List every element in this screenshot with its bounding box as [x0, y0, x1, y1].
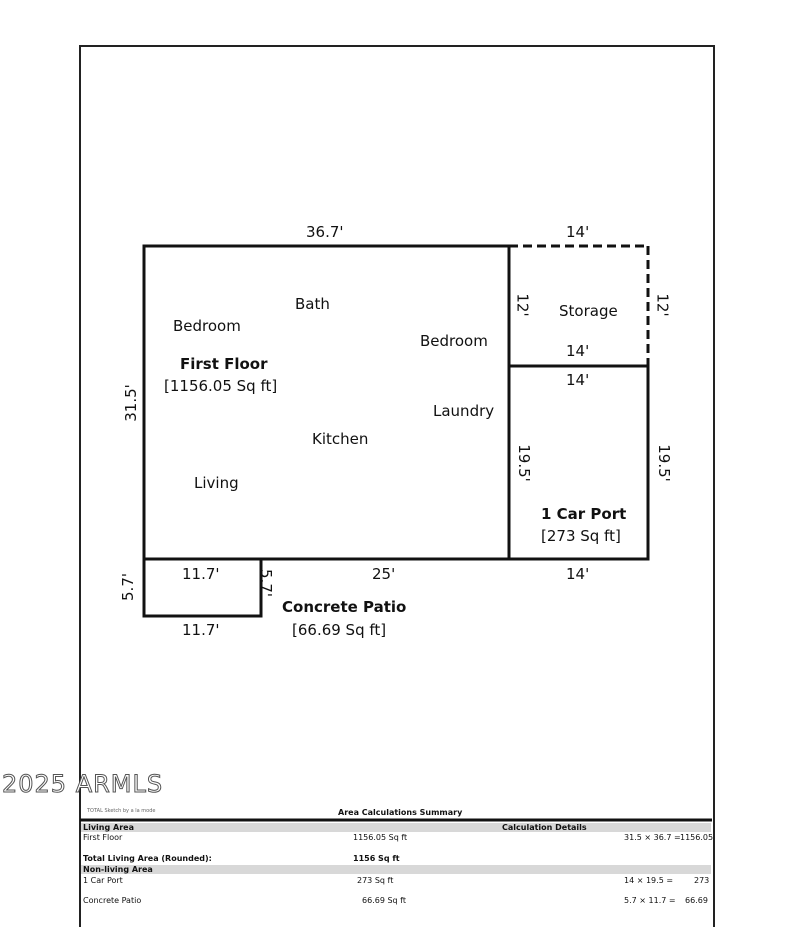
row-area: 1156.05 Sq ft	[353, 833, 408, 842]
dim-storage-right: 12'	[653, 293, 672, 317]
dim-top-main: 36.7'	[306, 223, 344, 241]
dim-patio-left: 5.7'	[118, 573, 137, 601]
room-bedroom: Bedroom	[420, 332, 488, 350]
patio-outline	[142, 557, 263, 618]
row-calc: 31.5 × 36.7 =	[624, 833, 681, 842]
area-patio-name: Concrete Patio	[282, 598, 407, 616]
carport-outline	[507, 364, 650, 561]
dim-main-bottom: 25'	[372, 565, 396, 583]
watermark: 2025 ARMLS	[1, 770, 164, 799]
living-area-header: Living Area	[83, 823, 134, 832]
row-result: 273	[694, 876, 710, 885]
area-carport-value: [273 Sq ft]	[541, 527, 621, 545]
dim-patio-top: 11.7'	[182, 565, 220, 583]
room-bedroom: Bedroom	[173, 317, 241, 335]
row-area: 273 Sq ft	[357, 876, 394, 885]
calc-details-header: Calculation Details	[502, 823, 587, 832]
row-area: 66.69 Sq ft	[362, 896, 406, 905]
room-storage: Storage	[559, 302, 618, 320]
row-label: First Floor	[83, 833, 123, 842]
row-label: 1 Car Port	[83, 876, 123, 885]
room-living: Living	[194, 474, 239, 492]
nonliving-band	[81, 865, 711, 874]
total-label: Total Living Area (Rounded):	[83, 854, 212, 863]
dim-carport-left: 19.5'	[514, 444, 533, 482]
sketch-page	[79, 45, 715, 927]
room-kitchen: Kitchen	[312, 430, 369, 448]
row-result: 66.69	[685, 896, 708, 905]
area-first-floor-value: [1156.05 Sq ft]	[164, 377, 278, 395]
room-laundry: Laundry	[433, 402, 495, 420]
total-value: 1156 Sq ft	[353, 854, 400, 863]
living-area-band	[81, 823, 711, 832]
area-first-floor-name: First Floor	[180, 355, 268, 373]
area-carport-name: 1 Car Port	[541, 505, 627, 523]
dim-patio-right: 5.7'	[256, 569, 275, 597]
software-credit: TOTAL Sketch by a la mode	[87, 808, 156, 814]
row-label: Concrete Patio	[83, 896, 142, 905]
dim-patio-bottom: 11.7'	[182, 621, 220, 639]
row-calc: 14 × 19.5 =	[624, 876, 674, 885]
dim-storage-bottom: 14'	[566, 342, 590, 360]
row-calc: 5.7 × 11.7 =	[624, 896, 676, 905]
area-patio-value: [66.69 Sq ft]	[292, 621, 387, 639]
dim-storage-left: 12'	[513, 293, 532, 317]
dim-carport-top: 14'	[566, 371, 590, 389]
summary-title: Area Calculations Summary	[338, 808, 463, 817]
dim-top-storage: 14'	[566, 223, 590, 241]
room-bath: Bath	[295, 295, 330, 313]
dim-carport-bottom: 14'	[566, 565, 590, 583]
nonliving-header: Non-living Area	[83, 865, 153, 874]
dim-left-main: 31.5'	[121, 384, 140, 422]
row-result: 1156.05	[680, 833, 714, 842]
dim-carport-right: 19.5'	[654, 444, 673, 482]
